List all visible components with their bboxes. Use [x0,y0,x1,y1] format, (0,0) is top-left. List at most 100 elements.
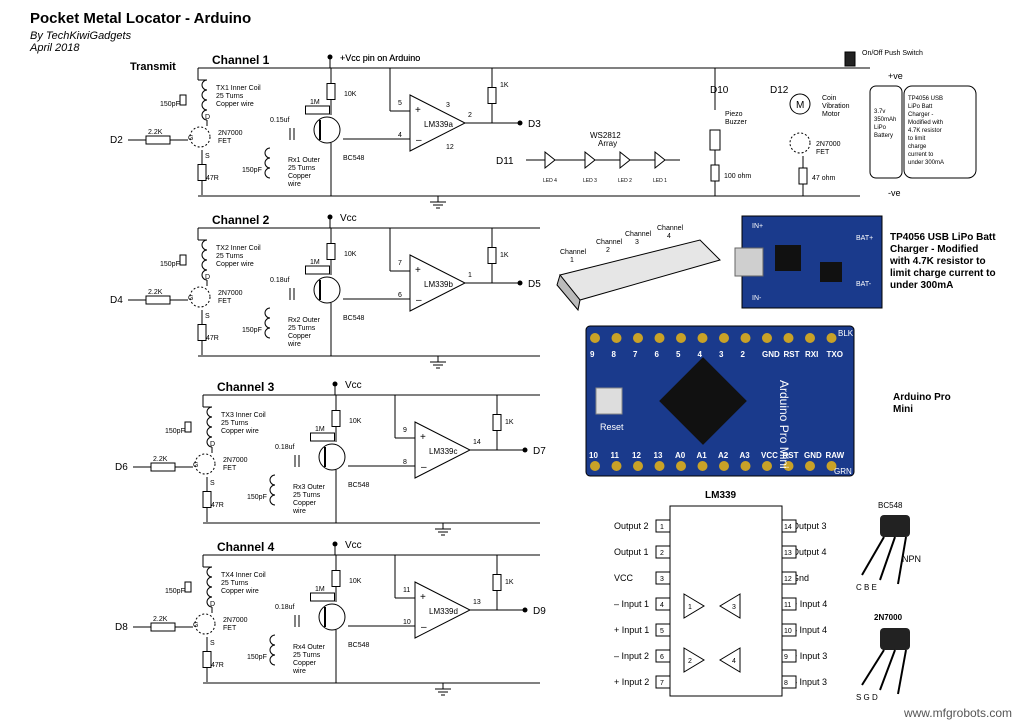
output-dot [517,280,523,286]
led-icon [619,150,631,170]
tx-label: TX2 Inner Coil [216,245,261,252]
source-res-label: 47R [211,502,224,509]
tp4056-pin-label: IN+ [752,223,763,230]
battery-label: 3.7v [874,109,885,115]
arduino-top-pin-label: RST [784,350,800,359]
tx-capacitor [184,581,192,593]
fet-label: 2N7000 [218,130,243,137]
switch-label: On/Off Push Switch [862,50,923,57]
piezo-label: Piezo [725,111,743,118]
opamp-pin: 7 [398,260,402,267]
switch-icon [844,51,856,67]
r1k-label: 1K [500,82,509,89]
arduino-bottom-pin-label: A3 [740,451,751,460]
collector-resistor [331,570,341,587]
charger-box-label: under 300mA [908,160,944,166]
gate-res-label: 2.2K [148,289,163,296]
arduino-bottom-pin-label: A2 [718,451,729,460]
bc548-leg [897,536,907,585]
watermark: www.mfgrobots.com [903,706,1012,720]
r1m-label: 1M [310,259,320,266]
arduino-top-pin-label: 6 [655,350,660,359]
n2n7000-pins: S G D [856,693,878,702]
input-pin-label: D6 [115,462,128,473]
source-resistor [197,164,207,181]
fet-label: 2N7000 [218,290,243,297]
ws-label: Array [598,139,617,148]
lm339-right-pin: 8 [784,680,788,687]
arduino-top-pin-label: 3 [719,350,724,359]
charger-box-label: Modified with [908,120,943,126]
opamp-pin: 3 [446,102,450,109]
opamp-label: LM339a [424,120,453,129]
arduino-bottom-pin-label: A1 [697,451,708,460]
arduino-bottom-pin-label: 11 [611,451,620,460]
rx-label: 25 Turns [293,652,321,659]
tx-label: Copper wire [221,428,259,435]
lm339-pin-box [781,519,797,533]
led-icon [654,150,666,170]
channel-title: Channel 2 [212,213,270,227]
lm339-right-label: Gnd [792,573,809,583]
lm339-right-label: – Input 3 [792,677,827,687]
gate-resistor [150,622,176,632]
usb-port-icon [734,247,764,277]
coil-holder-label: 3 [635,239,639,246]
transmit-label: Transmit [130,61,176,73]
opamp-symbol [409,94,467,152]
arduino-pin-pad [590,461,600,471]
lm339-pin-box [655,545,671,559]
r1m-label: 1M [310,99,320,106]
coupling-cap-label: 0.15uf [270,117,290,124]
tx-label: 25 Turns [216,253,244,260]
coil-holder-label: 2 [606,247,610,254]
tx-cap-label: 150pF [160,101,180,108]
tx-coil-icon [201,239,208,281]
lm339-left-pin: 7 [660,680,664,687]
bjt-label: BC548 [348,642,370,649]
tx-label: TX3 Inner Coil [221,412,266,419]
arduino-top-pin-label: 8 [612,350,617,359]
input-pin-label: D8 [115,622,128,633]
lm339-right-pin: 11 [784,602,791,609]
lm339-left-label: Output 2 [614,521,649,531]
motor-icon [789,93,811,115]
r10k-label: 10K [349,578,362,585]
coil-holder-label: 1 [570,257,574,264]
output-dot [522,607,528,613]
tx-cap-label: 150pF [160,261,180,268]
opamp-minus: – [416,135,422,146]
lm339-left-label: + Input 2 [614,677,649,687]
arduino-pin-pad [805,461,815,471]
bjt-label: BC548 [343,155,365,162]
led-label: LED 1 [653,178,667,184]
arduino-pin-pad [697,461,708,471]
rx-label: Copper [288,333,312,340]
tx-label: 25 Turns [221,580,249,587]
tp4056-pin-label: BAT- [856,281,872,288]
lm339-left-label: VCC [614,573,634,583]
motor-fet-label: FET [816,149,830,156]
lm339-pin-box [781,675,797,689]
arduino-pin-pad [654,333,665,343]
motor-label: Vibration [822,103,850,110]
coil-holder-label: Channel [560,249,587,256]
opamp-pin: 1 [468,272,472,279]
collector-resistor [331,410,341,427]
opamp-plus: + [415,105,421,116]
fet-pin-g: G [193,622,198,629]
coil-holder-label: Channel [596,239,623,246]
fet-label: FET [218,138,232,145]
rx-label: Rx1 Outer [288,157,321,164]
lm339-title: LM339 [705,490,737,501]
fet-label: 2N7000 [223,617,248,624]
opamp-minus: – [416,295,422,306]
piezo-icon [709,129,721,151]
r10k-label: 10K [349,418,362,425]
fet-symbol [194,453,216,475]
collector-resistor [326,83,336,100]
arduino-top-pin-label: TXO [827,350,843,359]
motor-label: Motor [822,111,841,118]
